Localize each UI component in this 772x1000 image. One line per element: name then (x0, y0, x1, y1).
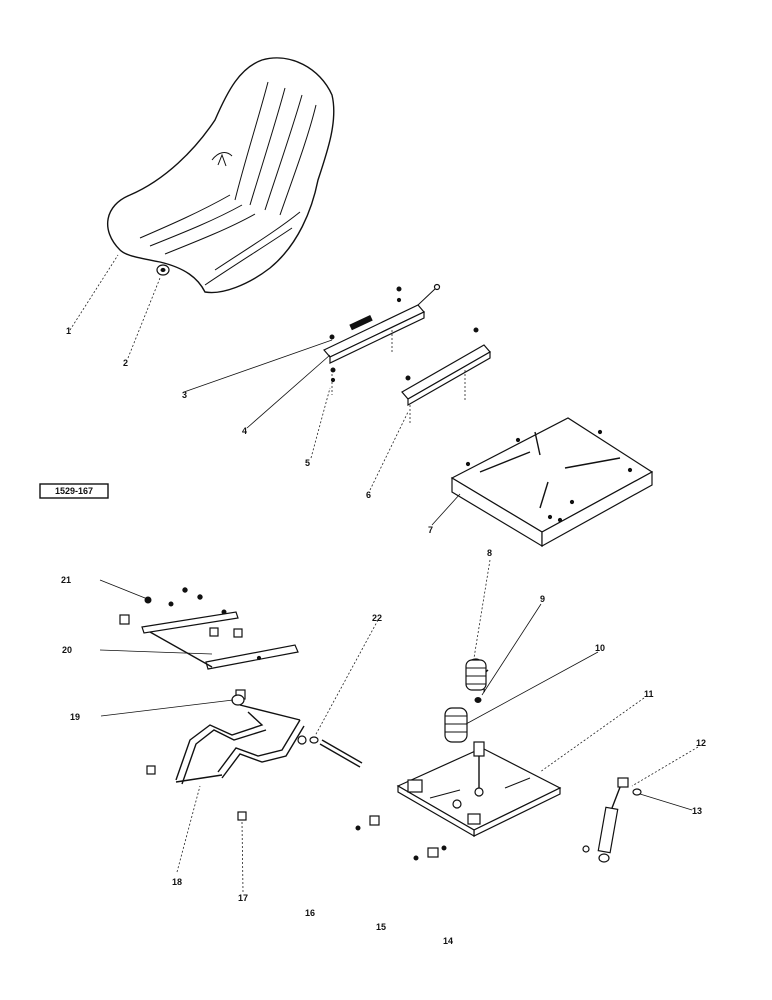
callout-16: 16 (305, 908, 315, 918)
callout-19: 19 (70, 712, 80, 722)
callout-21: 21 (61, 575, 71, 585)
callout-12: 12 (696, 738, 706, 748)
callout-22: 22 (372, 613, 382, 623)
callout-17: 17 (238, 893, 248, 903)
figure-id-box: 1529-167 (39, 483, 109, 499)
scissor-frame (146, 694, 307, 821)
callout-10: 10 (595, 643, 605, 653)
callout-11: 11 (644, 689, 654, 699)
rail-fasteners (329, 286, 479, 425)
spring-small (465, 658, 489, 693)
scissor-link-upper (119, 587, 299, 700)
callout-3: 3 (182, 390, 187, 400)
callout-15: 15 (376, 922, 386, 932)
callout-4: 4 (242, 426, 247, 436)
leader-lines (69, 254, 699, 893)
figure-id: 1529-167 (55, 486, 93, 496)
spring-large (444, 707, 468, 743)
callout-5: 5 (305, 458, 310, 468)
callout-2: 2 (123, 358, 128, 368)
callout-13: 13 (692, 806, 702, 816)
callout-7: 7 (428, 525, 433, 535)
slide-rail-right (401, 344, 491, 407)
callout-20: 20 (62, 645, 72, 655)
callout-8: 8 (487, 548, 492, 558)
pivot-pin (309, 736, 363, 768)
slide-rail-left (323, 283, 441, 364)
callout-1: 1 (66, 326, 71, 336)
plate-studs (355, 815, 447, 861)
base-plate (396, 741, 562, 838)
callout-14: 14 (443, 936, 453, 946)
callout-labels: 1 2 3 4 5 6 7 8 9 10 11 12 13 14 15 16 1… (61, 326, 706, 946)
shock-absorber (582, 777, 642, 863)
seat-nut (156, 264, 170, 276)
seat-base-box (450, 417, 654, 548)
callout-6: 6 (366, 490, 371, 500)
seat-cushion (107, 57, 335, 294)
spring-seat-washer (474, 697, 482, 703)
callout-18: 18 (172, 877, 182, 887)
callout-9: 9 (540, 594, 545, 604)
